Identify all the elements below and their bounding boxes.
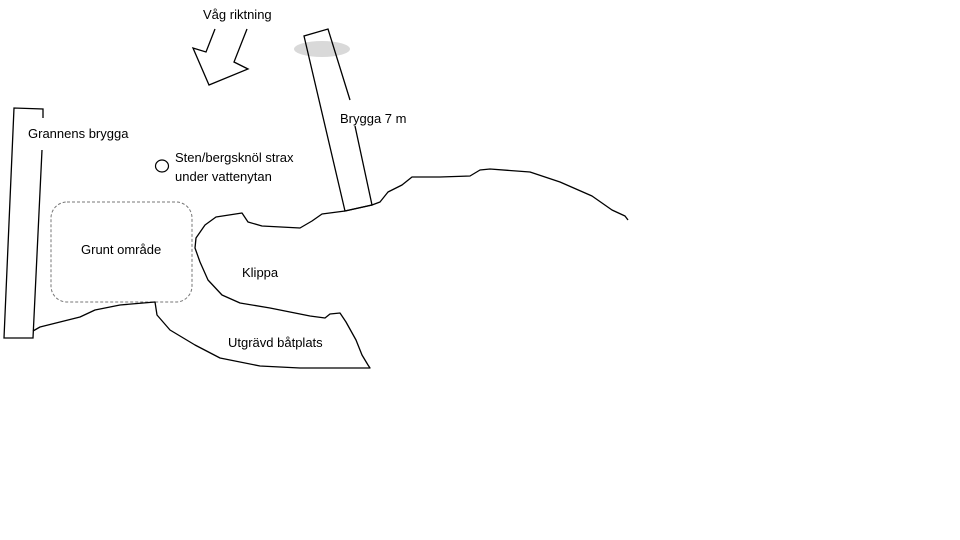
dock-shadow xyxy=(294,41,350,57)
cliff-label: Klippa xyxy=(242,265,279,280)
rock-label-line1: Sten/bergsknöl strax xyxy=(175,150,294,165)
wave-direction-label: Våg riktning xyxy=(203,7,272,22)
neighbor-dock-outline xyxy=(3,107,44,339)
neighbor-dock-label: Grannens brygga xyxy=(28,126,129,141)
shoreline xyxy=(32,168,629,369)
shallow-area-outline xyxy=(50,201,193,303)
rock-label-line2: under vattenytan xyxy=(175,169,272,184)
shallow-area-label: Grunt område xyxy=(81,242,162,257)
rock-marker xyxy=(154,159,170,173)
dock-label: Brygga 7 m xyxy=(340,111,407,126)
dug-berth-label: Utgrävd båtplats xyxy=(228,335,323,350)
wave-direction-arrow xyxy=(191,28,250,86)
dock-outline xyxy=(303,28,373,212)
